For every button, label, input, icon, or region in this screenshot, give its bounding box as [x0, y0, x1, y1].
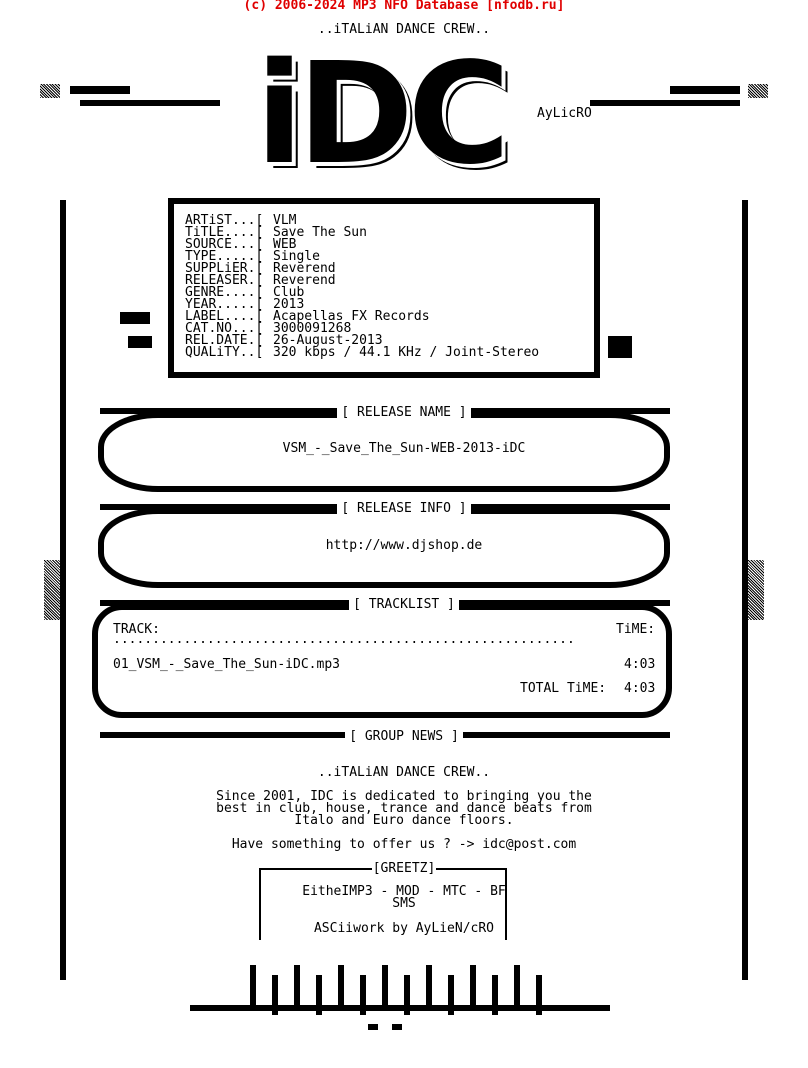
dither-decoration [748, 560, 764, 620]
separator-dots: ........................................… [113, 634, 575, 646]
detail-label: SUPPLiER.[ [185, 261, 264, 276]
track-name: 01_VSM_-_Save_The_Sun-iDC.mp3 [113, 657, 340, 672]
detail-value: Acapellas FX Records [273, 309, 430, 324]
detail-value: Reverend [273, 261, 336, 276]
release-detail-row: TiTLE....[ Save The Sun [185, 225, 367, 240]
wave-segment [470, 965, 476, 1005]
greetz-line: EitheIMP3 - MOD - MTC - BF [302, 884, 506, 899]
dither-decoration [44, 560, 60, 620]
news-line: Italo and Euro dance floors. [294, 813, 514, 828]
release-detail-row: RELEASER.[ Reverend [185, 273, 336, 288]
frame-right-decoration [742, 200, 748, 980]
total-time-label: TOTAL TiME: [520, 681, 607, 696]
detail-label: ARTiST...[ [185, 213, 264, 228]
detail-label: REL.DATE.[ [185, 333, 264, 348]
release-detail-row: REL.DATE.[ 26-August-2013 [185, 333, 383, 348]
group-tagline: ..iTALiAN DANCE CREW.. [317, 22, 491, 37]
total-time-value: 4:03 [624, 681, 656, 696]
frame-decoration [80, 100, 220, 106]
detail-value: Club [273, 285, 305, 300]
release-name-heading: [ RELEASE NAME ] [337, 405, 471, 420]
release-detail-row: TYPE.....[ Single [185, 249, 320, 264]
detail-value: 3000091268 [273, 321, 352, 336]
detail-label: QUALiTY..[ [185, 345, 264, 360]
wave-segment [426, 965, 432, 1005]
wave-segment [360, 975, 366, 1015]
frame-left-decoration [60, 200, 66, 980]
release-detail-row: GENRE....[ Club [185, 285, 305, 300]
wave-segment [382, 965, 388, 1005]
wave-segment [514, 965, 520, 1005]
detail-value: WEB [273, 237, 297, 252]
frame-decoration [590, 100, 740, 106]
site-header: (c) 2006-2024 MP3 NFO Database [nfodb.ru… [243, 0, 565, 13]
track-time: 4:03 [624, 657, 656, 672]
detail-value: Save The Sun [273, 225, 367, 240]
detail-label: CAT.NO...[ [185, 321, 264, 336]
greetz-line: SMS [392, 896, 416, 911]
frame-decoration [608, 336, 632, 358]
tracklist-heading: [ TRACKLIST ] [349, 597, 459, 612]
contact-line: Have something to offer us ? -> idc@post… [231, 837, 577, 852]
frame-decoration [392, 1024, 402, 1030]
release-info-heading: [ RELEASE INFO ] [337, 501, 471, 516]
ascii-artist-tag: AyLicRO [537, 106, 592, 121]
detail-label: RELEASER.[ [185, 273, 264, 288]
detail-value: VLM [273, 213, 297, 228]
frame-decoration [670, 86, 740, 94]
detail-label: TiTLE....[ [185, 225, 264, 240]
dither-decoration [748, 84, 768, 98]
wave-segment [272, 975, 278, 1015]
frame-decoration [70, 86, 130, 94]
detail-label: YEAR.....[ [185, 297, 264, 312]
release-info-url[interactable]: http://www.djshop.de [325, 538, 483, 553]
release-details-box [168, 198, 600, 378]
wave-segment [448, 975, 454, 1015]
group-news-heading: [ GROUP NEWS ] [345, 729, 463, 744]
wave-segment [536, 975, 542, 1015]
release-detail-row: YEAR.....[ 2013 [185, 297, 305, 312]
frame-decoration [128, 336, 152, 348]
detail-label: GENRE....[ [185, 285, 264, 300]
ascii-credit: ASCiiwork by AyLieN/cRO [313, 921, 494, 936]
detail-value: 320 kbps / 44.1 KHz / Joint-Stereo [273, 345, 540, 360]
wave-segment [316, 975, 322, 1015]
release-name-value: VSM_-_Save_The_Sun-WEB-2013-iDC [282, 441, 526, 456]
detail-label: SOURCE...[ [185, 237, 264, 252]
release-detail-row: CAT.NO...[ 3000091268 [185, 321, 352, 336]
idc-logo: iDC [255, 33, 511, 196]
release-detail-row: SOURCE...[ WEB [185, 237, 297, 252]
track-column-header: TRACK: [113, 622, 160, 637]
news-tagline: ..iTALiAN DANCE CREW.. [317, 765, 491, 780]
wave-segment [294, 965, 300, 1005]
detail-label: LABEL....[ [185, 309, 264, 324]
time-column-header: TiME: [616, 622, 656, 637]
release-detail-row: QUALiTY..[ 320 kbps / 44.1 KHz / Joint-St… [185, 345, 540, 360]
frame-decoration [368, 1024, 378, 1030]
detail-value: 26-August-2013 [273, 333, 383, 348]
wave-segment [338, 965, 344, 1005]
release-detail-row: SUPPLiER.[ Reverend [185, 261, 336, 276]
detail-value: Reverend [273, 273, 336, 288]
detail-value: Single [273, 249, 320, 264]
release-detail-row: LABEL....[ Acapellas FX Records [185, 309, 430, 324]
news-line: best in club, house, trance and dance be… [216, 801, 592, 816]
detail-label: TYPE.....[ [185, 249, 264, 264]
release-detail-row: ARTiST...[ VLM [185, 213, 297, 228]
dither-decoration [40, 84, 60, 98]
wave-segment [492, 975, 498, 1015]
wave-segment [404, 975, 410, 1015]
greetz-heading: [GREETZ] [371, 861, 437, 876]
wave-base [190, 1005, 610, 1011]
news-line: Since 2001, IDC is dedicated to bringing… [216, 789, 592, 804]
detail-value: 2013 [273, 297, 305, 312]
wave-segment [250, 965, 256, 1005]
frame-decoration [120, 312, 150, 324]
